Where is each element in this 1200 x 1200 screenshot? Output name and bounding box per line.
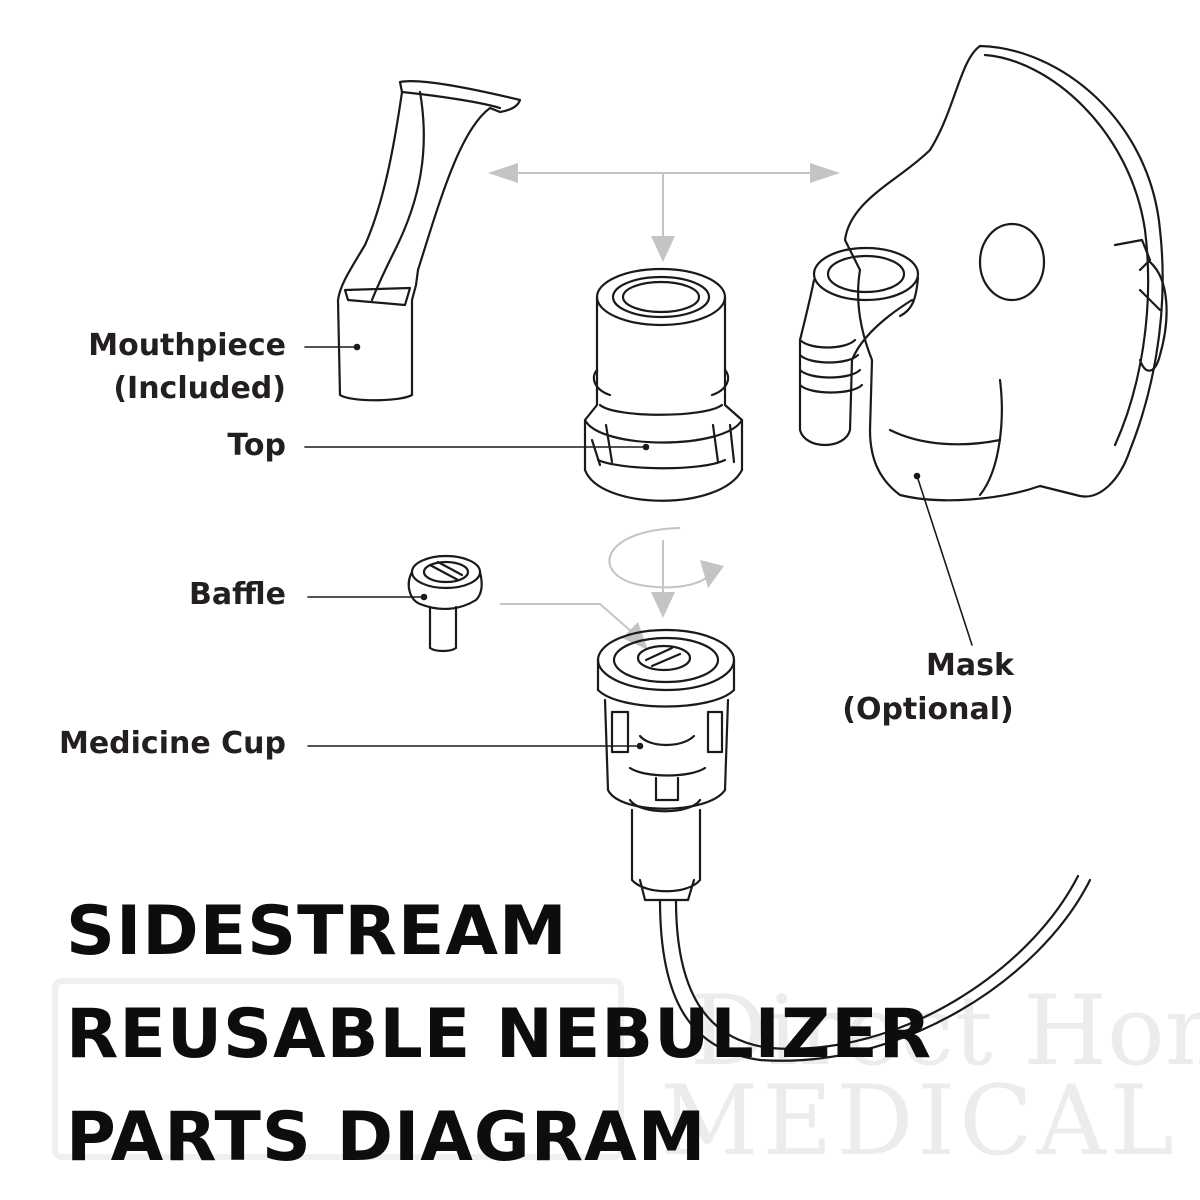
- top-part: [583, 267, 744, 502]
- title-line-3: PARTS DIAGRAM: [66, 1098, 707, 1177]
- tubing: [658, 874, 1092, 1062]
- mask-part: [798, 44, 1168, 502]
- diagram-title: SIDESTREAM REUSABLE NEBULIZER PARTS DIAG…: [66, 880, 932, 1189]
- label-mouthpiece-note: (Included): [113, 371, 286, 406]
- title-line-2: REUSABLE NEBULIZER: [66, 995, 933, 1074]
- label-baffle: Baffle: [189, 577, 286, 612]
- label-top: Top: [227, 428, 286, 463]
- watermark-line-1: Direct Home: [690, 975, 1200, 1087]
- label-medicine-cup: Medicine Cup: [58, 726, 286, 761]
- baffle-part: [407, 554, 483, 653]
- watermark-line-2: MEDICAL: [660, 1065, 1178, 1177]
- leader-lines: [304, 343, 973, 750]
- title-line-1: SIDESTREAM: [66, 892, 568, 971]
- label-mouthpiece: Mouthpiece: [88, 328, 286, 363]
- medicine-cup-part: [596, 628, 736, 902]
- label-mask: Mask: [926, 648, 1014, 683]
- assembly-arrows: [488, 163, 840, 650]
- label-mask-note: (Optional): [842, 692, 1014, 727]
- watermark-logo-mark: [52, 978, 624, 1160]
- mouthpiece-part: [336, 80, 522, 402]
